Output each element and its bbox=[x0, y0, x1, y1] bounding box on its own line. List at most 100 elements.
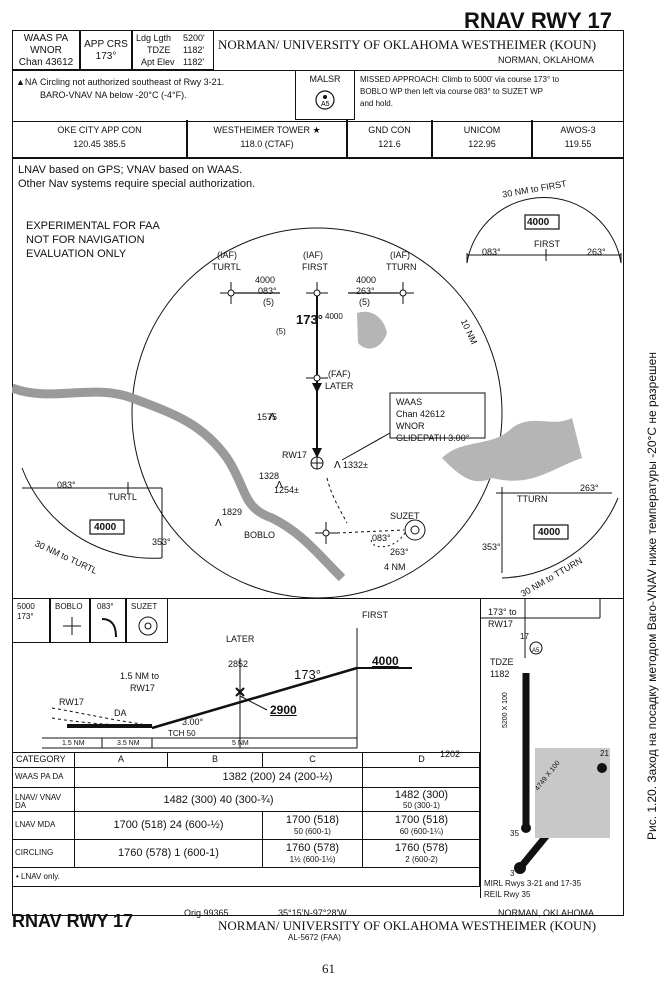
svg-text:Λ: Λ bbox=[334, 460, 341, 471]
ldg-lgth-value: 5200' bbox=[183, 33, 205, 43]
minima-cell: 50 (600-1) bbox=[294, 827, 331, 836]
experimental-note-3: EVALUATION ONLY bbox=[26, 248, 127, 260]
ma-crs: 173° bbox=[17, 612, 34, 621]
comm-freq: 120.45 385.5 bbox=[73, 139, 126, 149]
ma-suzet: SUZET bbox=[131, 602, 158, 611]
terrain-patch bbox=[357, 311, 387, 349]
later-label: LATER bbox=[325, 381, 354, 391]
malsr-box: MALSR A5 bbox=[295, 70, 355, 120]
lnav-note-1: LNAV based on GPS; VNAV based on WAAS. bbox=[18, 164, 243, 176]
ma-box-2: BOBLO bbox=[50, 598, 90, 643]
profile-d1: 1.5 NM bbox=[62, 740, 85, 747]
turtl-alt: 4000 bbox=[255, 275, 276, 285]
svg-text:Λ: Λ bbox=[276, 480, 283, 491]
comm-name: GND CON bbox=[368, 125, 411, 135]
lighting-1: MIRL Rwys 3-21 and 17-35 bbox=[484, 879, 582, 888]
comm-freq: 118.0 (CTAF) bbox=[240, 139, 294, 149]
boblo-label: BOBLO bbox=[244, 530, 276, 540]
minima-cell: 1½ (600-1½) bbox=[289, 855, 336, 864]
minima-row-label: LNAV MDA bbox=[15, 820, 56, 829]
taa-first-alt: 4000 bbox=[527, 217, 550, 228]
taa-tturn-353: 353° bbox=[482, 542, 501, 552]
profile-rw17-2: RW17 bbox=[130, 683, 155, 693]
app-crs-value: 173° bbox=[95, 51, 117, 62]
minima-cell: 1482 (300) bbox=[394, 789, 449, 801]
elev-1254: 1254± bbox=[274, 485, 299, 495]
approach-chart: RNAV RWY 17 WAAS PA WNOR Chan 43612 APP … bbox=[12, 8, 624, 942]
comm-box-1: OKE CITY APP CON 120.45 385.5 bbox=[12, 120, 187, 158]
comm-box-2: WESTHEIMER TOWER ★ 118.0 (CTAF) bbox=[187, 120, 347, 158]
minima-cell: 50 (300-1) bbox=[403, 801, 440, 810]
rw17-label: RW17 bbox=[282, 450, 307, 460]
elev-1829: 1829 bbox=[222, 507, 243, 517]
fix-first bbox=[306, 282, 328, 304]
profile-later: LATER bbox=[226, 634, 255, 644]
ma-box-1: 5000 173° bbox=[12, 598, 50, 643]
elev-1328: 1328 bbox=[259, 471, 280, 481]
ma-alt: 5000 bbox=[17, 602, 35, 611]
minima-cell: 60 (600-1¼) bbox=[399, 827, 444, 836]
comm-box-5: AWOS-3 119.55 bbox=[532, 120, 624, 158]
taa-turtl-alt: 4000 bbox=[94, 522, 117, 533]
suzet-label: SUZET bbox=[390, 511, 420, 521]
diagram-rw17: RW17 bbox=[488, 619, 513, 629]
footer-airport: NORMAN/ UNIVERSITY OF OKLAHOMA WESTHEIME… bbox=[218, 918, 597, 933]
taa-turtl-353: 353° bbox=[152, 537, 171, 547]
lake bbox=[442, 418, 582, 482]
diagram-crs: 173° to bbox=[488, 607, 517, 617]
svg-text:A5: A5 bbox=[532, 648, 540, 654]
ldg-lgth-label: Ldg Lgth bbox=[136, 33, 172, 43]
ma-box-4: SUZET bbox=[126, 598, 168, 643]
lnav-note-2: Other Nav systems require special author… bbox=[18, 178, 256, 190]
turn-arrow-icon bbox=[101, 618, 117, 638]
apt-elev-value: 1182' bbox=[183, 57, 205, 67]
profile-crs173: 173° bbox=[294, 667, 321, 682]
page-number: 61 bbox=[322, 961, 335, 976]
four-nm-label: 4 NM bbox=[384, 562, 406, 572]
comm-name: WESTHEIMER TOWER ★ bbox=[213, 125, 321, 135]
circling-note: Circling not authorized southeast of Rwy… bbox=[40, 77, 225, 87]
final-crs: 173° bbox=[296, 312, 323, 327]
taa-tturn-fix: TTURN bbox=[517, 494, 548, 504]
footer-coord: 35°15'N-97°28'W bbox=[278, 908, 347, 918]
elev-1202: 1202 bbox=[440, 749, 461, 759]
svg-text:Λ: Λ bbox=[215, 518, 222, 529]
waas-pa-label: WAAS PA bbox=[23, 33, 69, 44]
rwy-35-number: 35 bbox=[510, 829, 519, 838]
fix-boblo bbox=[315, 522, 337, 544]
waas-box-1: WAAS bbox=[396, 397, 423, 407]
tturn-crs: 263° bbox=[356, 286, 375, 296]
comm-box-4: UNICOM 122.95 bbox=[432, 120, 532, 158]
comms-bottom bbox=[12, 158, 624, 159]
missed-approach-1: MISSED APPROACH: Climb to 5000' via cour… bbox=[360, 75, 560, 84]
profile-top-border bbox=[12, 598, 624, 599]
comm-freq: 121.6 bbox=[378, 139, 401, 149]
chan-label: Chan 43612 bbox=[18, 57, 74, 68]
tdze-value: 1182' bbox=[183, 45, 205, 55]
minima-cell: 1700 (518) bbox=[285, 814, 340, 826]
comm-freq: 119.55 bbox=[564, 139, 592, 149]
footer-city: NORMAN, OKLAHOMA bbox=[498, 908, 595, 918]
lighting-2: REIL Rwy 35 bbox=[484, 890, 531, 899]
missed-approach-2: BOBLO WP then left via course 083° to SU… bbox=[360, 87, 543, 96]
comm-name: UNICOM bbox=[463, 125, 501, 135]
rwy-3-number: 3 bbox=[510, 869, 515, 878]
waas-box-3: WNOR bbox=[396, 421, 425, 431]
fix-rw17 bbox=[310, 456, 324, 470]
missed-approach-3: and hold. bbox=[360, 99, 393, 108]
profile-gs: 3.00° bbox=[182, 717, 204, 727]
tturn-label: TTURN bbox=[386, 262, 417, 272]
taa-first-arc bbox=[466, 196, 622, 264]
turtl-crs: 083° bbox=[258, 286, 277, 296]
iaf-label-tturn: (IAF) bbox=[390, 250, 410, 260]
faf-label: (FAF) bbox=[328, 369, 351, 379]
profile-d2: 3.5 NM bbox=[117, 740, 140, 747]
wnor-label: WNOR bbox=[30, 45, 62, 56]
taa-turtl-083: 083° bbox=[57, 480, 76, 490]
taa-tturn-alt: 4000 bbox=[538, 527, 561, 538]
tdze-label: TDZE bbox=[147, 45, 171, 55]
minima-cell: 1760 (578) bbox=[285, 842, 340, 854]
svg-text:A5: A5 bbox=[321, 101, 330, 108]
profile-first: FIRST bbox=[362, 610, 388, 620]
ma-boblo-icon bbox=[63, 617, 81, 635]
